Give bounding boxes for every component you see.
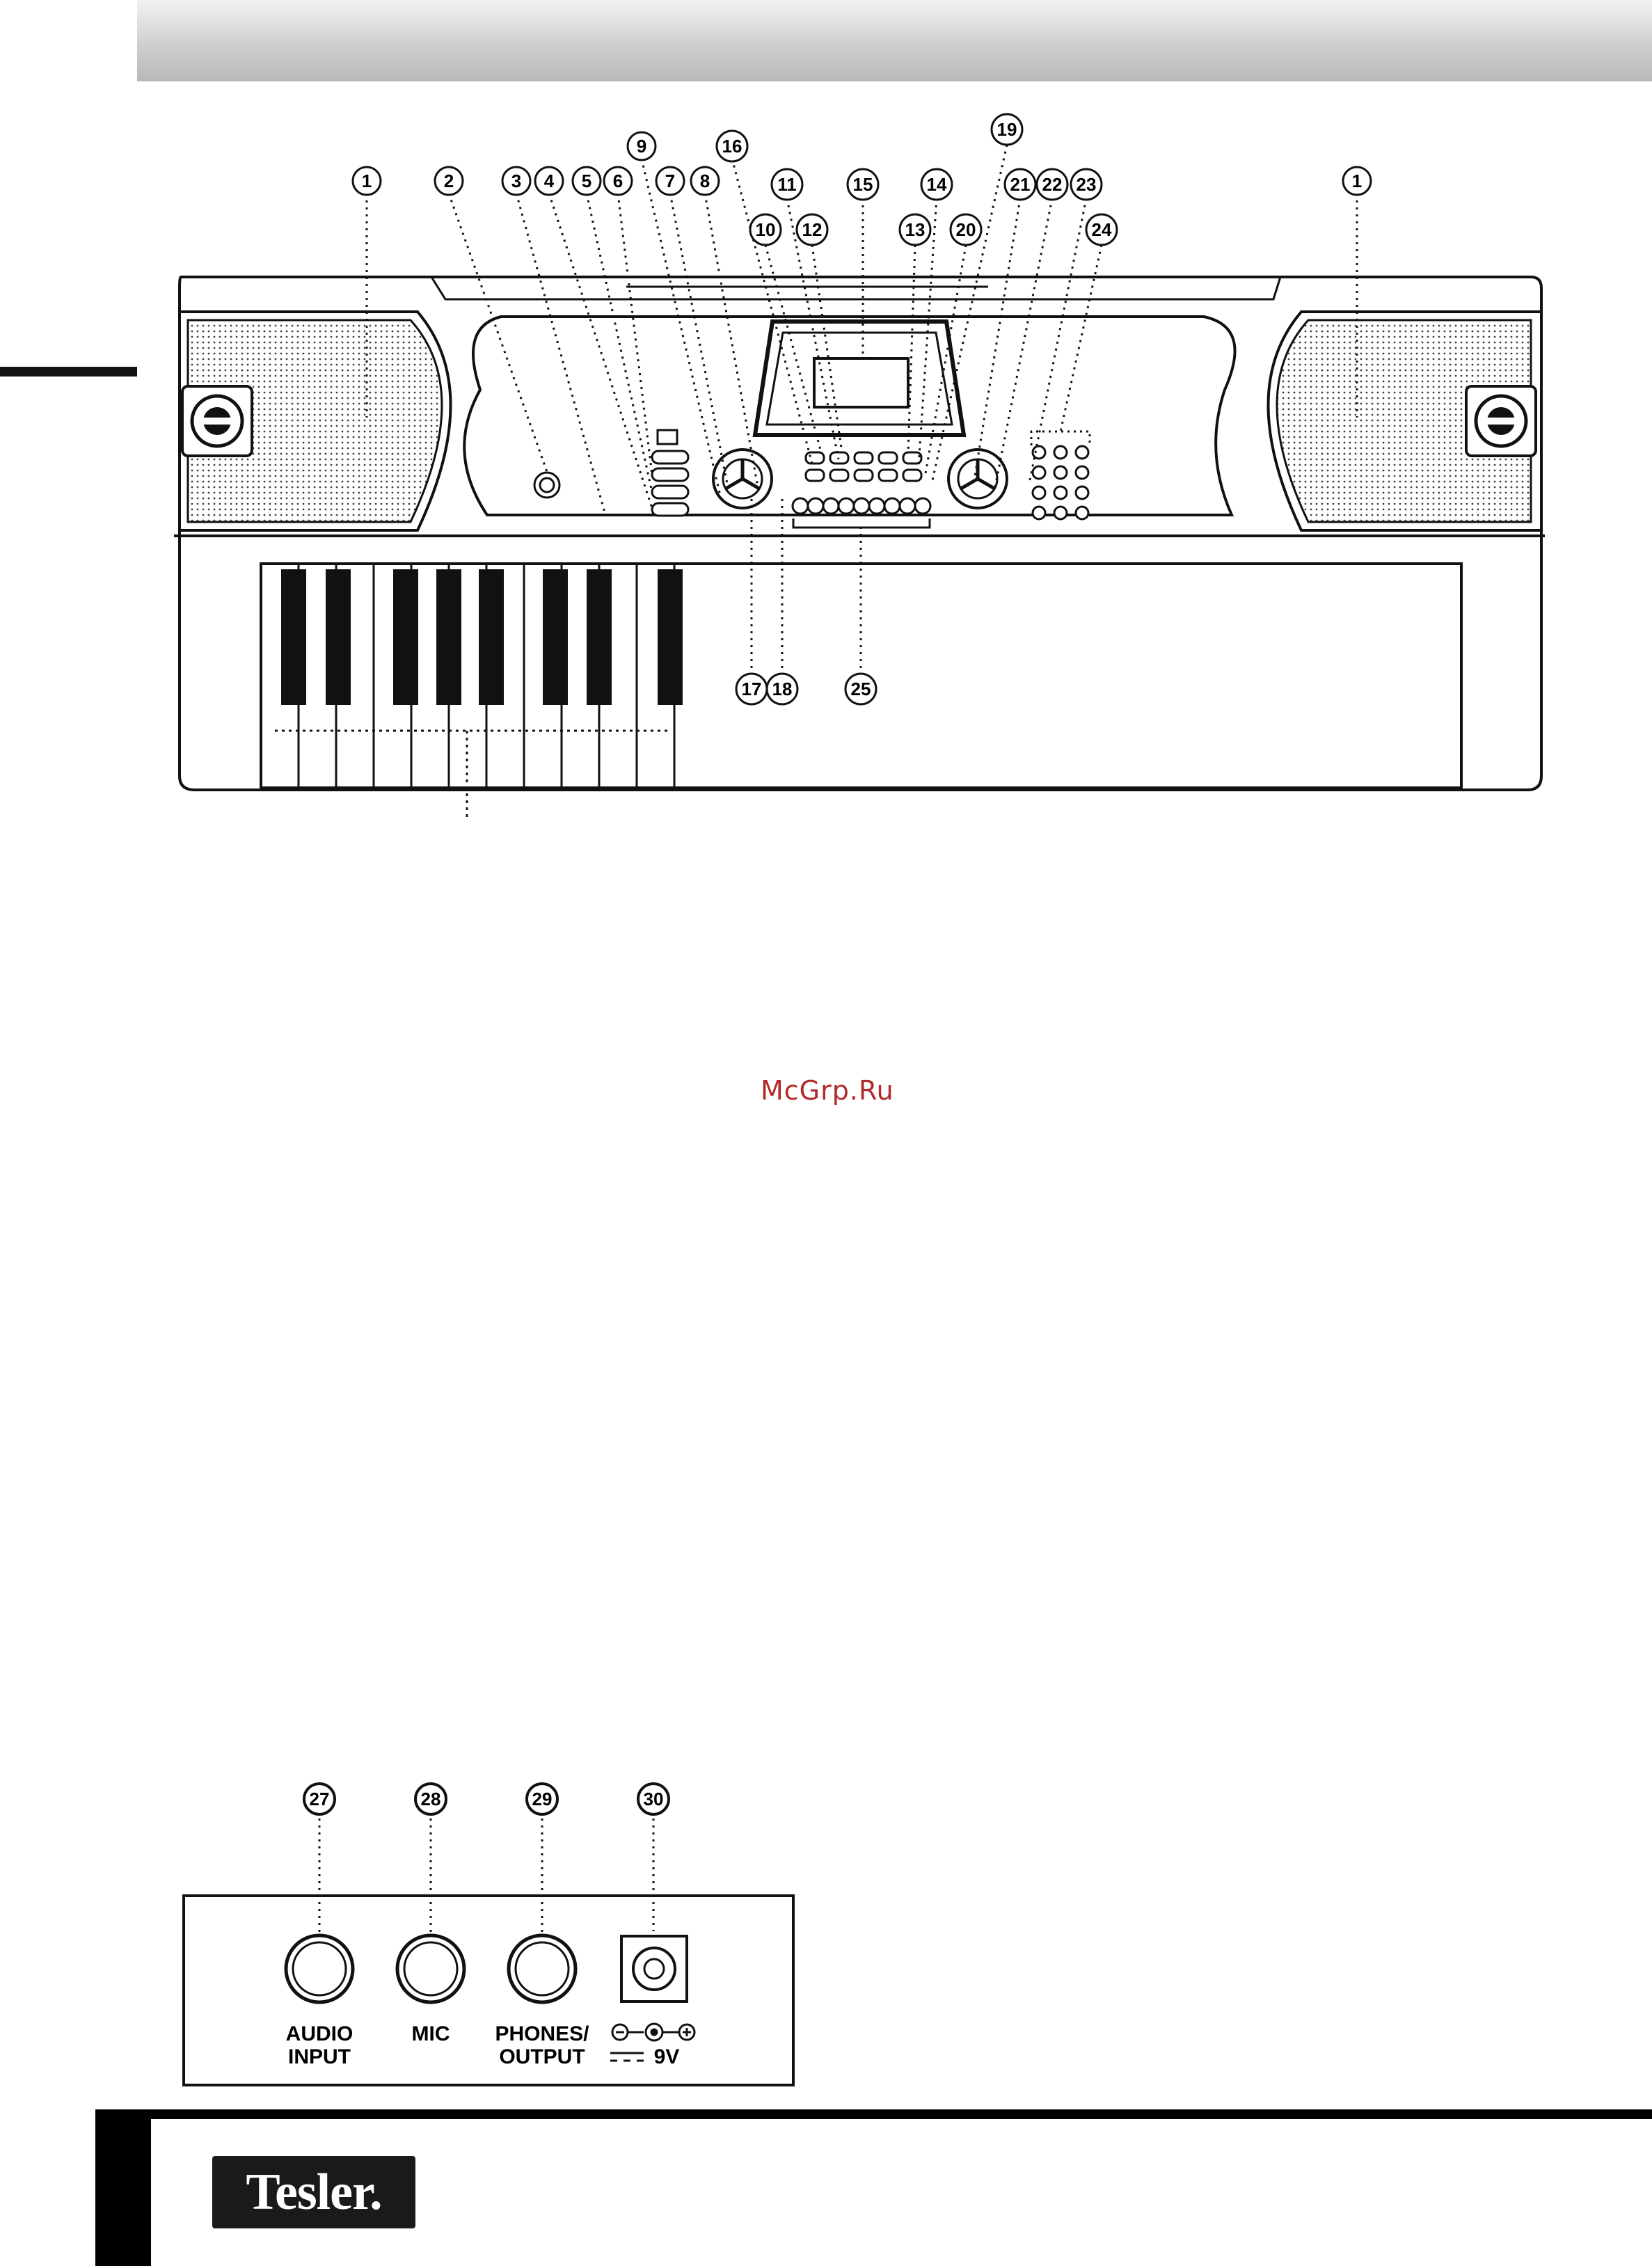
callout-1-left: 1: [353, 167, 381, 195]
mic-jack: [397, 1935, 464, 2002]
phones-output-jack: [509, 1935, 575, 2002]
callout-5: 5: [573, 167, 601, 195]
svg-text:19: 19: [997, 119, 1017, 140]
phones-label-2: OUTPUT: [499, 2045, 585, 2068]
callout-22: 22: [1037, 169, 1067, 200]
svg-text:3: 3: [511, 171, 521, 191]
callout-17: 17: [736, 674, 767, 704]
callout-16: 16: [717, 131, 747, 161]
left-speaker: [180, 312, 451, 530]
callout-1-right: 1: [1343, 167, 1371, 195]
callout-24: 24: [1086, 214, 1117, 245]
callout-15: 15: [848, 169, 878, 200]
svg-text:28: 28: [421, 1789, 441, 1809]
svg-text:16: 16: [722, 136, 742, 157]
callout-23: 23: [1071, 169, 1102, 200]
callout-12: 12: [797, 214, 827, 245]
audio-input-label-2: INPUT: [288, 2045, 351, 2068]
svg-text:11: 11: [777, 174, 797, 195]
callout-9: 9: [628, 132, 656, 160]
right-speaker: [1269, 312, 1542, 530]
number-bracket: [793, 518, 930, 528]
callout-28: 28: [415, 1784, 446, 1814]
svg-text:23: 23: [1077, 174, 1097, 195]
svg-text:17: 17: [742, 679, 762, 699]
panel-buttons: [534, 430, 1088, 519]
brand-logo-text: Tesler.: [212, 2156, 415, 2228]
voltage-label: 9V: [654, 2045, 680, 2068]
svg-text:14: 14: [927, 174, 947, 195]
callout-11: 11: [772, 169, 802, 200]
callout-14: 14: [921, 169, 952, 200]
svg-text:20: 20: [956, 219, 976, 240]
svg-text:13: 13: [905, 219, 926, 240]
callout-2: 2: [435, 167, 463, 195]
svg-text:6: 6: [613, 171, 623, 191]
svg-text:7: 7: [665, 171, 675, 191]
callout-27: 27: [304, 1784, 335, 1814]
footer-side-block: [95, 2109, 151, 2266]
callout-10: 10: [750, 214, 781, 245]
svg-text:12: 12: [802, 219, 823, 240]
svg-text:25: 25: [851, 679, 871, 699]
left-speaker-knob: [182, 386, 252, 456]
brand-logo: Tesler.: [212, 2156, 415, 2228]
svg-text:8: 8: [700, 171, 710, 191]
callout-18: 18: [767, 674, 797, 704]
right-speaker-knob: [1466, 386, 1536, 456]
svg-text:29: 29: [532, 1789, 553, 1809]
callout-4: 4: [535, 167, 563, 195]
svg-text:18: 18: [772, 679, 793, 699]
callout-3: 3: [502, 167, 530, 195]
svg-text:21: 21: [1010, 174, 1031, 195]
callout-19: 19: [992, 114, 1022, 145]
svg-text:5: 5: [582, 171, 591, 191]
svg-text:1: 1: [362, 171, 372, 191]
phones-label-1: PHONES/: [495, 2022, 589, 2045]
watermark: McGrp.Ru: [761, 1075, 894, 1106]
lcd-display: [755, 322, 964, 435]
svg-text:24: 24: [1092, 219, 1112, 240]
control-panel: [464, 317, 1234, 515]
callout-13: 13: [900, 214, 930, 245]
rear-panel: 27 28 29 30 AUDIO INPUT MIC PHONES/ OUTP…: [184, 1784, 793, 2085]
callout-30: 30: [638, 1784, 669, 1814]
callout-20: 20: [951, 214, 981, 245]
svg-text:30: 30: [644, 1789, 664, 1809]
svg-text:9: 9: [637, 136, 646, 157]
callout-6: 6: [604, 167, 632, 195]
audio-input-label-1: AUDIO: [286, 2022, 354, 2045]
callout-29: 29: [527, 1784, 557, 1814]
svg-text:22: 22: [1042, 174, 1063, 195]
footer-rule: [95, 2109, 1652, 2119]
svg-text:1: 1: [1352, 171, 1362, 191]
dc-power-jack: [621, 1936, 687, 2002]
svg-text:15: 15: [853, 174, 873, 195]
audio-input-jack: [286, 1935, 353, 2002]
svg-text:2: 2: [444, 171, 454, 191]
callout-7: 7: [656, 167, 684, 195]
svg-text:4: 4: [544, 171, 555, 191]
svg-text:10: 10: [756, 219, 776, 240]
mic-label: MIC: [412, 2022, 450, 2045]
callout-21: 21: [1005, 169, 1035, 200]
callout-25: 25: [845, 674, 876, 704]
callout-8: 8: [691, 167, 719, 195]
svg-text:27: 27: [310, 1789, 330, 1809]
